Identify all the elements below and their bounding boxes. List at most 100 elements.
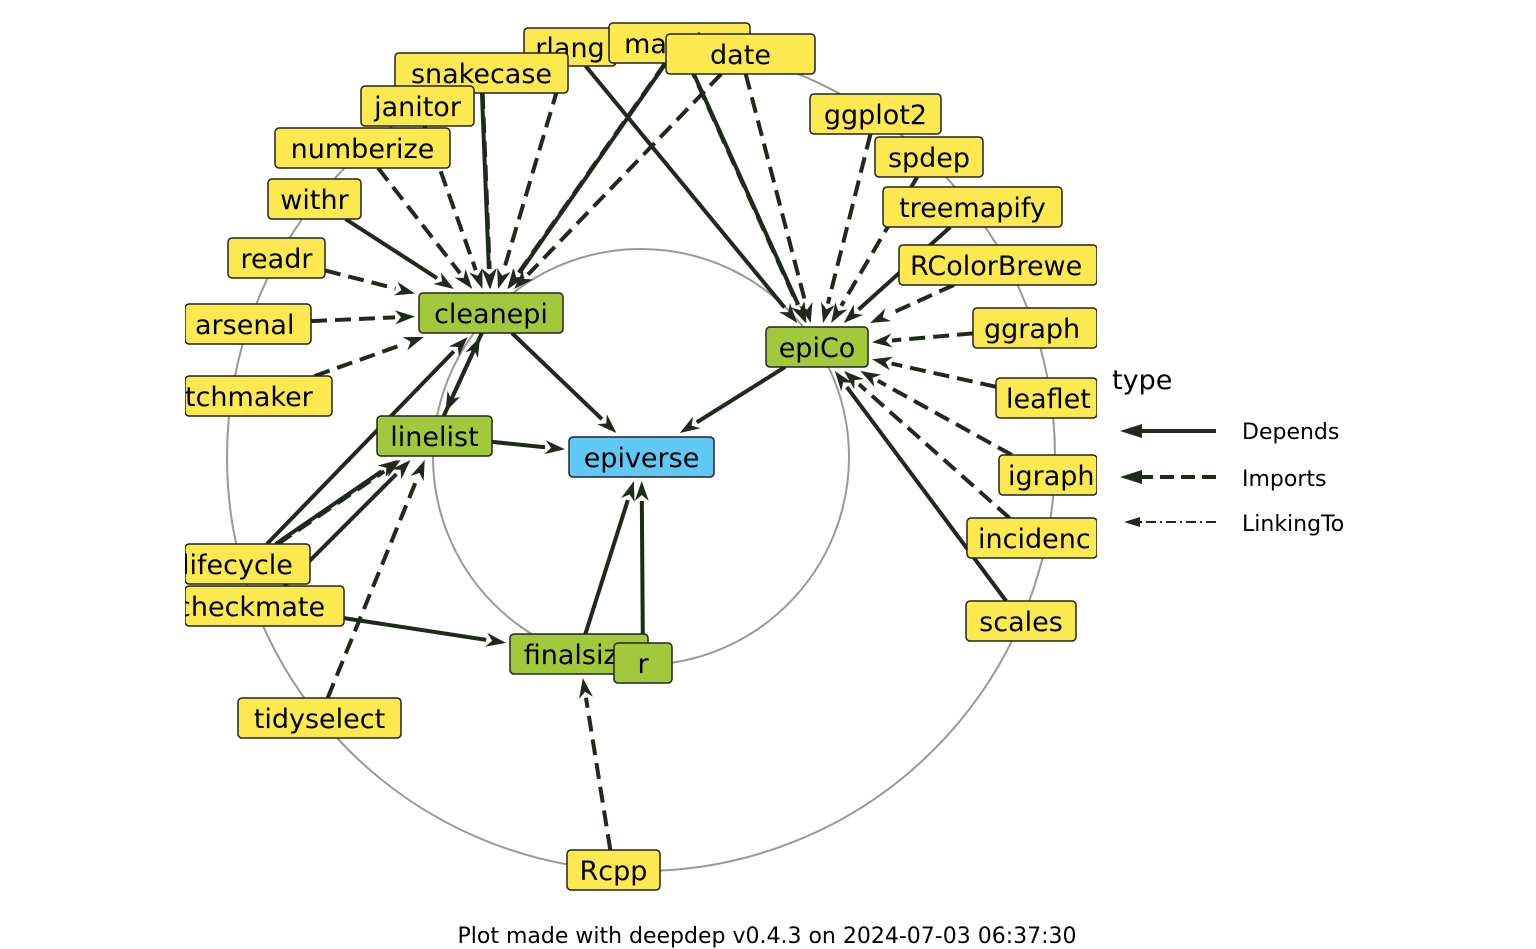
edge-lifecycle-to-linelist <box>276 460 401 546</box>
edge-arrowhead <box>872 333 893 348</box>
edge-line <box>743 73 808 305</box>
edge-arrowhead <box>869 308 892 323</box>
node-label: tchmaker <box>185 382 314 413</box>
edge-arrowhead <box>497 267 511 289</box>
node-label: scales <box>979 607 1063 638</box>
node-incidence: incidenc <box>966 517 1097 559</box>
edge-withr-to-cleanepi <box>344 217 454 289</box>
edge-line <box>325 477 420 699</box>
legend-arrowhead-depends <box>1120 424 1142 438</box>
edge-line <box>526 72 723 276</box>
node-label: leaflet <box>1006 384 1091 415</box>
edge-arrowhead <box>834 371 853 392</box>
edge-arrowhead <box>507 268 525 289</box>
legend-label-imports: Imports <box>1242 467 1326 492</box>
edge-arrowhead <box>831 302 848 323</box>
edge-arrowhead <box>469 267 483 289</box>
edge-lubridate-to-cleanepi <box>514 72 723 289</box>
node-label: ggraph <box>984 314 1080 345</box>
legend-label-depends: Depends <box>1242 420 1339 445</box>
node-label: incidenc <box>978 524 1091 555</box>
edge-arrowhead <box>394 310 415 325</box>
edge-line <box>310 315 396 324</box>
edge-line <box>891 361 997 389</box>
edge-arrowhead <box>844 371 864 390</box>
edge-arrowhead <box>579 678 593 699</box>
node-box <box>360 85 475 127</box>
node-label: Rcpp <box>580 856 648 887</box>
node-label: cleanepi <box>434 299 548 330</box>
edge-incidence-to-epiCo <box>844 371 1011 520</box>
node-tidyselect: tidyselect <box>237 697 402 739</box>
node-Rcpp: Rcpp <box>566 849 661 891</box>
edge-scales-to-epiCo <box>834 371 1008 603</box>
node-label: janitor <box>373 92 462 123</box>
edge-ggraph-to-epiCo <box>872 331 974 348</box>
edge-arrowhead <box>445 390 461 412</box>
node-withr: withr <box>267 178 362 220</box>
edge-line <box>686 62 800 306</box>
edge-arrowhead <box>843 304 864 323</box>
edge-Rcpp-to-finalsize <box>579 678 613 851</box>
legend-item-linkingto: LinkingTo <box>1124 512 1344 537</box>
legend-arrowhead-imports <box>1120 470 1142 484</box>
edge-arrowhead <box>485 632 506 647</box>
node-linelist: linelist <box>376 415 493 457</box>
edge-RColorBrewer-to-epiCo <box>869 283 955 323</box>
node-igraph: igraph <box>998 454 1097 496</box>
legend: type Depends Imports LinkingTo <box>1112 365 1344 537</box>
node-box <box>376 415 493 457</box>
edge-arrowhead <box>860 371 882 387</box>
node-lubridate: date <box>665 33 816 75</box>
node-box <box>185 585 345 627</box>
edge-arrowhead <box>433 272 454 289</box>
node-leaflet: leaflet <box>995 377 1097 419</box>
node-box <box>185 543 311 585</box>
node-box <box>185 375 333 417</box>
edge-line <box>343 616 487 642</box>
edge-arrowhead <box>634 481 649 502</box>
node-box <box>568 436 715 478</box>
edge-arrowhead <box>481 268 496 289</box>
node-box <box>972 307 1097 349</box>
node-epiverse: epiverse <box>568 436 715 478</box>
edge-magrittr-to-cleanepi <box>507 61 667 289</box>
edge-checkmate-to-finalsize <box>343 616 506 647</box>
edge-arrowhead <box>402 337 424 351</box>
edge-arrowhead <box>872 356 894 371</box>
node-box <box>418 292 564 334</box>
node-matchmaker: tchmaker <box>185 375 333 417</box>
node-numberize: numberize <box>274 127 451 169</box>
legend-item-imports: Imports <box>1120 467 1326 492</box>
legend-title: type <box>1112 365 1172 396</box>
node-readr: readr <box>227 237 326 279</box>
edge-hidden-r-to-epiverse <box>634 481 649 644</box>
node-label: arsenal <box>195 310 294 341</box>
node-label: spdep <box>888 143 970 174</box>
edge-arrowhead <box>391 460 411 480</box>
node-lifecycle: lifecycle <box>185 543 311 585</box>
node-box <box>965 600 1077 642</box>
edge-readr-to-cleanepi <box>324 268 415 296</box>
edge-line <box>344 217 439 280</box>
edge-leaflet-to-epiCo <box>872 356 997 389</box>
node-label: readr <box>241 244 314 275</box>
node-box <box>274 127 451 169</box>
node-label: epiCo <box>779 333 856 364</box>
edge-arrowhead <box>679 416 701 433</box>
node-box <box>998 454 1097 496</box>
node-label: date <box>710 40 771 71</box>
edge-igraph-to-epiCo <box>860 371 1013 457</box>
edge-line <box>857 382 1011 520</box>
node-label: checkmate <box>176 592 325 623</box>
node-arsenal: arsenal <box>185 303 312 345</box>
edge-line <box>584 64 787 309</box>
edge-line <box>265 349 456 546</box>
edge-line <box>313 341 406 378</box>
edge-cleanepi-to-epiverse <box>510 331 617 433</box>
node-scales: scales <box>965 600 1077 642</box>
node-box <box>809 93 942 135</box>
node-label: r <box>637 649 649 680</box>
